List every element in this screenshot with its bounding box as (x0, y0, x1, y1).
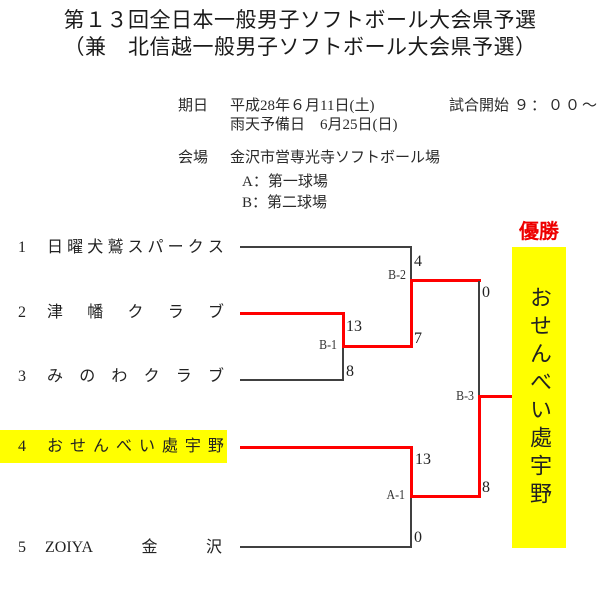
team-name: 日 曜 犬 鷲 ス パ ー ク ス (47, 237, 224, 259)
start-time-label: 試合開始 (449, 98, 510, 114)
team-row-2: 2 津 幡 ク ラ ブ (0, 302, 235, 324)
field-a: A：第一球場 (242, 174, 328, 190)
team-seed: 5 (18, 539, 26, 556)
team-row-5: 5 ZOIYA 金 沢 (0, 537, 235, 559)
start-time-value: ９：００～ (514, 98, 600, 114)
team-seed: 1 (18, 239, 26, 256)
bracket-line-team-5 (240, 546, 412, 548)
bracket-line-b3-bottom (478, 395, 481, 498)
team-name-char: み (47, 368, 64, 385)
team-name-char: 曜 (67, 239, 84, 256)
date-label: 期日 (178, 98, 209, 114)
team-name-char: の (79, 368, 96, 385)
bracket-line-b1-top (342, 312, 345, 348)
team-row-1: 1 日 曜 犬 鷲 ス パ ー ク ス (0, 237, 235, 259)
bracket-line-team-3 (240, 379, 344, 381)
team-row-4: 4 お せ ん べ い 處 宇 野 (0, 436, 235, 458)
score-a1-top: 13 (415, 451, 431, 468)
team-highlight (0, 430, 227, 463)
score-b1-top: 13 (346, 318, 362, 335)
team-name-char: ク (127, 304, 144, 321)
team-name-char: 犬 (87, 239, 104, 256)
bracket-line-a1-out (410, 495, 481, 498)
bracket-line-b2-top (410, 246, 412, 282)
team-name-char: 沢 (205, 539, 222, 556)
team-name-char: 金 (141, 539, 158, 556)
team-name-char: ラ (167, 304, 184, 321)
bracket-line-b3-out (478, 395, 512, 398)
team-name-char: ク (187, 239, 204, 256)
team-name-char: ク (143, 368, 160, 385)
team-name-char: ZOIYA (45, 539, 93, 556)
team-name-char: せ (69, 438, 86, 455)
team-name-char: ラ (175, 368, 192, 385)
team-seed: 2 (18, 304, 26, 321)
team-name-char: ー (167, 239, 184, 256)
team-name-char: ス (207, 239, 224, 256)
score-b3-top: 0 (482, 284, 490, 301)
score-b2-top: 4 (414, 253, 422, 270)
bracket-line-b2-bottom (410, 280, 413, 348)
team-name-char: ス (127, 239, 144, 256)
team-name: お せ ん べ い 處 宇 野 (47, 436, 224, 458)
team-name: ZOIYA 金 沢 (45, 537, 222, 559)
venue-value: 金沢市営専光寺ソフトボール場 (230, 150, 441, 166)
venue-label: 会場 (178, 150, 209, 166)
team-seed: 3 (18, 368, 26, 385)
team-name-char: ブ (207, 368, 224, 385)
bracket-line-a1-top (410, 446, 413, 498)
team-name: み の わ ク ラ ブ (47, 366, 224, 388)
team-row-3: 3 み の わ ク ラ ブ (0, 366, 235, 388)
match-label-a1: A-1 (386, 488, 405, 503)
bracket-line-b2-out (410, 279, 481, 282)
team-name-char: 津 (47, 304, 64, 321)
bracket-line-a1-bottom (410, 498, 412, 547)
team-seed: 4 (18, 438, 26, 455)
rain-date: 雨天予備日 6月25日(日) (230, 117, 398, 133)
champion-box: おせんべい處宇野 (512, 247, 566, 548)
team-name-char: 鷲 (107, 239, 124, 256)
team-name-char: 處 (161, 438, 178, 455)
team-name-char: お (47, 438, 64, 455)
bracket-line-b1-out (342, 345, 413, 348)
match-label-b3: B-3 (456, 389, 474, 404)
team-name-char: ん (92, 438, 109, 455)
team-name-char: パ (147, 239, 164, 256)
team-name-char: 宇 (184, 438, 201, 455)
team-name-char: べ (115, 438, 132, 455)
bracket-line-team-2 (240, 312, 344, 315)
bracket-line-team-4 (240, 446, 412, 449)
champion-label: 優勝 (519, 221, 559, 243)
bracket-line-b1-bottom (342, 348, 344, 381)
bracket-line-team-1 (240, 246, 411, 248)
score-b1-bottom: 8 (346, 363, 354, 380)
score-a1-bottom: 0 (414, 529, 422, 546)
score-b2-bottom: 7 (414, 330, 422, 347)
team-name-char: 野 (207, 438, 224, 455)
team-name: 津 幡 ク ラ ブ (47, 302, 224, 324)
date-value: 平成28年６月11日(土) (230, 98, 375, 114)
match-label-b1: B-1 (319, 338, 337, 353)
team-name-char: わ (111, 368, 128, 385)
score-b3-bottom: 8 (482, 479, 490, 496)
bracket-line-b3-top (478, 281, 480, 397)
team-name-char: い (138, 438, 155, 455)
champion-name: おせんべい處宇野 (527, 285, 552, 510)
team-name-char: 幡 (87, 304, 104, 321)
tournament-subtitle: （兼 北信越一般男子ソフトボール大会県予選） (63, 35, 537, 59)
team-name-char: ブ (207, 304, 224, 321)
match-label-b2: B-2 (388, 268, 406, 283)
field-b: B：第二球場 (242, 195, 328, 211)
team-name-char: 日 (47, 239, 64, 256)
tournament-title: 第１３回全日本一般男子ソフトボール大会県予選 (63, 8, 537, 32)
